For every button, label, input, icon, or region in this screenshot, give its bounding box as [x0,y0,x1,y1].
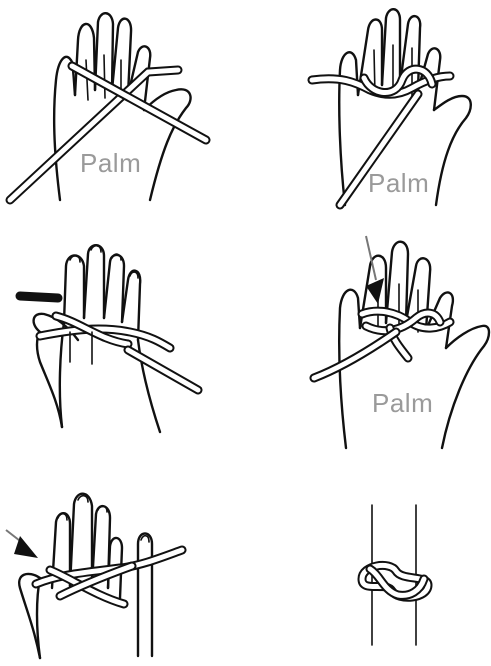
step-4-panel: Palm [300,228,491,458]
step-6-panel [340,505,450,655]
step-4-hand-illustration [300,228,491,458]
palm-label: Palm [80,148,141,179]
palm-label: Palm [368,168,429,199]
step-5-panel [0,478,210,666]
step-4-arrow-head [366,278,384,304]
step-2-panel: Palm [300,0,491,215]
palm-label: Palm [372,388,433,419]
step-5-hand-illustration [0,478,210,666]
step-3-hand-illustration [0,232,210,442]
step-3-panel [0,232,210,442]
finished-knot-illustration [340,505,450,655]
step-1-panel: Palm [0,0,220,210]
